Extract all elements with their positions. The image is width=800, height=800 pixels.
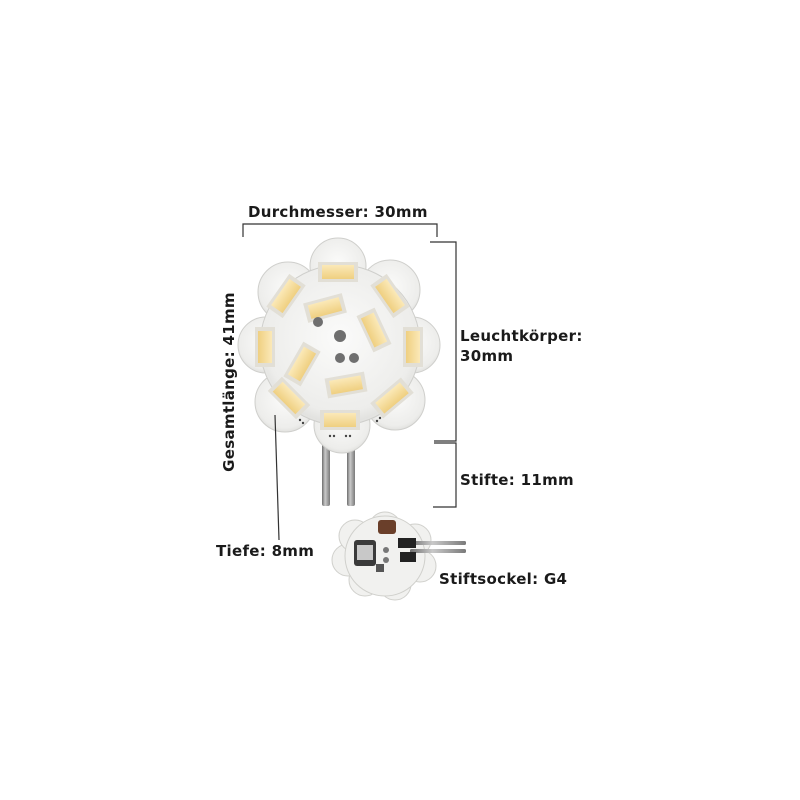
pin-left xyxy=(322,432,330,506)
dimension-lines xyxy=(242,223,457,541)
g4-led-board-icon xyxy=(237,237,441,454)
diameter-dimension-line xyxy=(242,223,438,237)
socket-type-label: Stiftsockel: G4 xyxy=(439,570,568,588)
led-array xyxy=(255,262,423,430)
body-size-label-line2: 30mm xyxy=(460,347,514,365)
depth-leader-line xyxy=(274,414,280,541)
g4-led-side-view-icon xyxy=(331,511,466,601)
body-size-label-line1: Leuchtkörper: xyxy=(460,327,583,345)
diameter-label: Durchmesser: 30mm xyxy=(248,203,428,221)
pins-length-label: Stifte: 11mm xyxy=(460,471,574,489)
pins-dimension-line xyxy=(433,442,457,508)
total-length-label: Gesamtlänge: 41mm xyxy=(220,292,238,472)
body-dimension-line xyxy=(430,241,457,442)
depth-label: Tiefe: 8mm xyxy=(216,542,315,560)
